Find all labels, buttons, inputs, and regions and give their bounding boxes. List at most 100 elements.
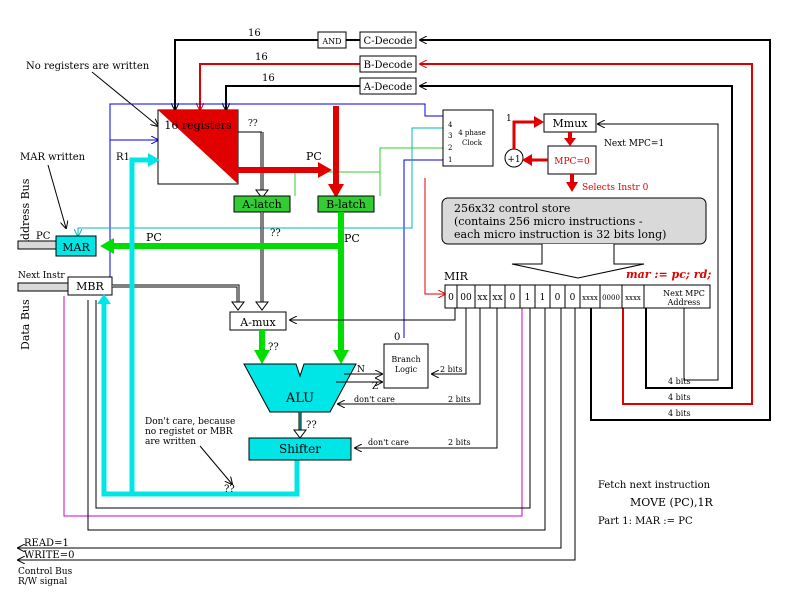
mir-red-tap <box>424 178 445 294</box>
read-line <box>18 308 562 548</box>
mir-label: MIR <box>444 270 469 283</box>
b-decode-box <box>359 55 417 73</box>
a-mux-label: A-mux <box>239 316 276 329</box>
data-bus-label: Data Bus <box>19 299 32 350</box>
c-field-bits: 4 bits <box>668 409 691 418</box>
write-line <box>18 308 576 560</box>
selects-instr-label: Selects Instr 0 <box>582 183 649 193</box>
amux-ctrl <box>290 308 456 320</box>
mir-field-value: 0 <box>555 293 561 303</box>
a-decode-box <box>359 77 417 95</box>
control-store-line-3: each micro instruction is 32 bits long) <box>454 228 666 241</box>
c-decode-box <box>359 31 417 49</box>
alu-dont-care: don't care <box>354 395 395 404</box>
alu-label: ALU <box>285 391 314 406</box>
pc-in-label: PC <box>36 231 51 242</box>
shifter-bits: 2 bits <box>448 438 471 447</box>
mir-field-value: 00 <box>460 293 472 303</box>
shifter <box>248 437 352 461</box>
dont-care-note-2: no registet or MBR <box>145 427 233 437</box>
mpc-label: MPC=0 <box>554 157 590 167</box>
b-bus-width: 16 <box>255 52 268 63</box>
data-bus-bar <box>17 282 69 292</box>
register-file-label: 16 registers <box>164 119 232 132</box>
mir-field-value: 0 <box>570 293 576 303</box>
mbr-control-magenta <box>63 296 523 517</box>
next-mpc-loop <box>598 124 719 381</box>
mir-field-value: xx <box>492 293 502 303</box>
no-registers-note: No registers are written <box>26 61 150 72</box>
c-decode-label: C-Decode <box>364 36 413 47</box>
mir-field-value: 0 <box>448 293 454 303</box>
c-bus-loop <box>420 40 771 421</box>
fetch-part: Part 1: MAR := PC <box>598 516 693 527</box>
and-gate-label: AND <box>321 37 341 46</box>
b-decode-label: B-Decode <box>364 60 413 71</box>
bottom-qq: ?? <box>224 484 235 495</box>
control-store-line-1: 256x32 control store <box>454 202 570 215</box>
mir-field-value: 1 <box>540 293 546 303</box>
a-bus-width: 16 <box>262 73 275 84</box>
next-mpc-label: Next MPC=1 <box>604 139 664 149</box>
b-decode-out <box>200 63 360 110</box>
fetch-instr: MOVE (PC),1R <box>630 496 713 509</box>
and-gate <box>317 31 347 49</box>
mbr-label: MBR <box>76 280 104 293</box>
address-bus-bar <box>17 240 57 250</box>
mar-control <box>95 300 531 509</box>
fetch-title: Fetch next instruction <box>598 480 711 491</box>
clock-phase-2: 2 <box>448 144 452 152</box>
clock-phase-1: 1 <box>448 156 452 164</box>
a-latch-label: A-latch <box>241 198 281 211</box>
write-label: WRITE=0 <box>24 550 74 561</box>
no-registers-pointer <box>91 71 158 126</box>
alu-ctrl <box>338 308 481 404</box>
dont-care-pointer <box>199 445 232 484</box>
clock-label-2: Clock <box>462 139 483 147</box>
b-bus-loop <box>420 64 753 405</box>
b-latch <box>317 195 375 213</box>
a-latch-qq: ?? <box>270 228 281 239</box>
shifter-feedback-cyan <box>101 302 300 497</box>
mir-next-address-cell <box>643 284 711 309</box>
register-file-fill <box>158 110 238 184</box>
shifter-label: Shifter <box>279 442 321 456</box>
b-latch-label: B-latch <box>326 198 366 211</box>
mir-field-value: 0000 <box>602 294 620 302</box>
branch-ctrl <box>432 308 467 374</box>
store-to-mir <box>511 244 645 279</box>
b-latch-green-head <box>333 350 349 364</box>
mar-register <box>55 235 97 257</box>
mar-written-note: MAR written <box>20 152 86 163</box>
clock-wire-3 <box>78 127 443 236</box>
clock-phase-3: 3 <box>448 132 452 140</box>
clock-label-1: 4 phase <box>458 129 486 137</box>
clock-phase-4: 4 <box>448 121 453 129</box>
alu <box>243 363 357 413</box>
alatch-arrowhead <box>255 189 269 199</box>
incr-to-mmux <box>512 120 536 149</box>
next-instr-label: Next Instr <box>18 271 65 281</box>
control-store-line-2: (contains 256 micro instructions - <box>454 215 643 228</box>
shifter-qq: ?? <box>306 420 317 431</box>
mar-written-pointer <box>47 164 66 228</box>
rw-signal-label: R/W signal <box>18 577 67 587</box>
a-decode-label: A-Decode <box>363 82 413 93</box>
reg-qq: ?? <box>248 119 258 129</box>
mbr-write-ctrl <box>87 300 546 531</box>
read-label: READ=1 <box>24 538 69 549</box>
microcode-label: mar := pc; rd; <box>626 268 711 281</box>
a-field-bits: 4 bits <box>668 377 691 386</box>
a-bus-loop <box>420 86 733 389</box>
alu-bits: 2 bits <box>448 395 471 404</box>
control-bus-label: Control Bus <box>18 567 73 577</box>
pc-top-label: PC <box>306 150 322 163</box>
mir-field-value: 0 <box>510 293 516 303</box>
shifter-to-registers-cyan <box>129 157 150 494</box>
z-flag: Z <box>372 382 378 392</box>
c-bus-width: 16 <box>248 28 261 39</box>
branch-label-2: Logic <box>395 365 418 374</box>
